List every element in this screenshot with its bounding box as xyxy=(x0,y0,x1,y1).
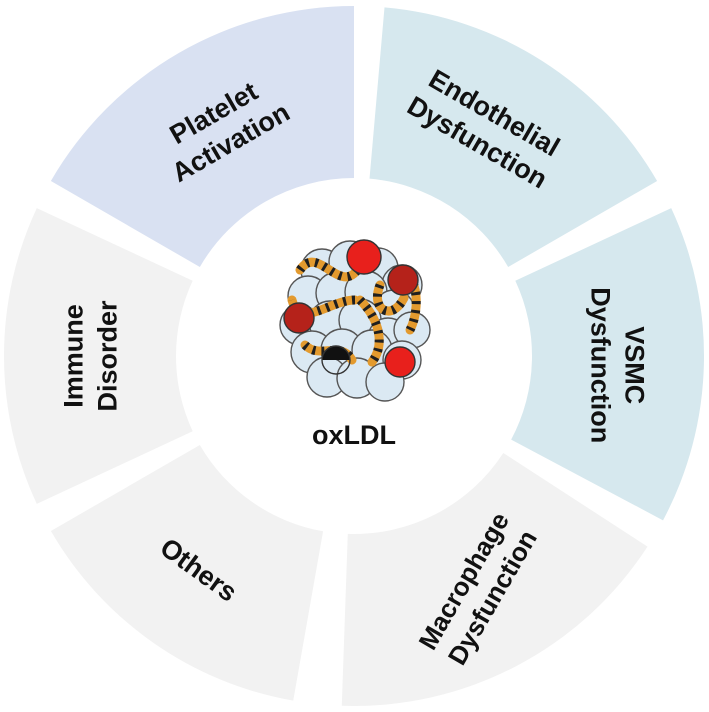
center-label: oxLDL xyxy=(312,420,396,450)
segment-immune xyxy=(3,208,193,504)
oxldl-particle-icon xyxy=(279,239,431,402)
segment-others xyxy=(50,445,324,701)
segment-platelet xyxy=(50,5,354,267)
segment-label-line: Disorder xyxy=(92,300,122,412)
segment-label-line: Immune xyxy=(58,304,88,408)
segment-label-vsmc: VSMCDysfunction xyxy=(585,287,649,443)
segment-endothelial xyxy=(369,7,658,268)
segment-label-line: VSMC xyxy=(619,326,649,404)
segment-vsmc xyxy=(511,208,704,521)
segment-label-line: Dysfunction xyxy=(585,287,615,443)
segment-macrophage xyxy=(341,452,648,706)
